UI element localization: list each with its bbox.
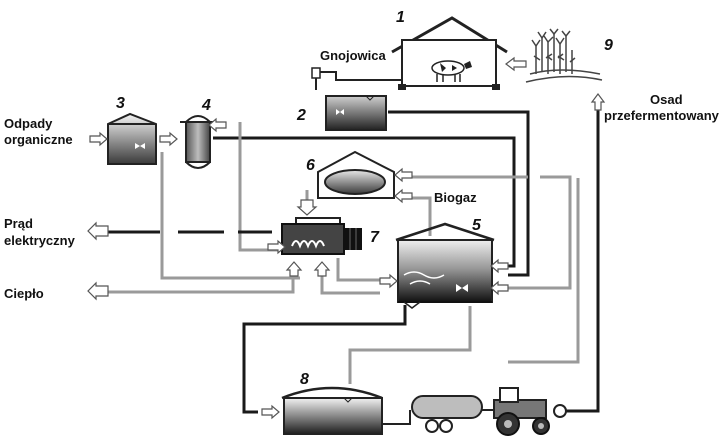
pipe-hygienizer-heat-return	[238, 122, 278, 252]
pipe-chp-heat-to-digester-2	[336, 258, 380, 282]
hygienizer-unit	[180, 115, 216, 169]
slurry-tank	[311, 67, 402, 131]
storage-body	[283, 397, 383, 435]
tanker-body	[411, 395, 483, 419]
slurry-pipe-from-farm	[315, 71, 402, 90]
arrow-electricity-out	[87, 221, 109, 241]
arrow-up-osad	[590, 93, 606, 111]
number-storage-tank: 8	[300, 371, 309, 388]
stage-numbers: 1 2 3 4 5 6 7 8 9	[116, 9, 613, 388]
pipe-hygienizer-to-digester	[213, 136, 516, 268]
chp-generator	[344, 228, 362, 250]
pipe-digester-to-osad	[508, 178, 580, 364]
tractor-tanker-icon	[411, 387, 567, 436]
label-osad-line1: Osad	[650, 92, 683, 107]
pipe-heat-output	[108, 268, 295, 294]
digester-mixer-icon	[456, 284, 468, 292]
label-prad-line1: Prąd	[4, 216, 33, 231]
slurry-tank-body	[325, 95, 387, 131]
arrow-into-gas-holder-2	[394, 188, 413, 204]
farm-building	[391, 16, 508, 90]
pipe-slurry-to-digester	[388, 110, 530, 277]
label-prad-line2: elektryczny	[4, 233, 76, 248]
hygienizer-body	[185, 121, 211, 163]
arrow-into-storage	[261, 404, 280, 420]
number-waste-tank: 3	[116, 95, 125, 112]
gas-holder	[317, 150, 395, 199]
arrow-heat-out	[87, 281, 109, 301]
arrow-into-digester-right-2	[490, 280, 509, 296]
pipe-gas-return-dashed-2	[508, 175, 572, 290]
gas-holder-bag	[324, 169, 386, 195]
label-odpady-line1: Odpady	[4, 116, 53, 131]
arrow-up-chp-2	[313, 261, 331, 277]
pipes	[108, 105, 600, 422]
pipe-heat-loop-hygienizer	[160, 152, 300, 280]
organic-waste-tank	[107, 112, 157, 165]
pipe-digester-to-storage	[242, 305, 407, 414]
arrow-into-hygienizer	[208, 117, 227, 133]
arrow-holder-to-chp	[296, 199, 318, 216]
arrow-into-gas-holder	[394, 167, 413, 183]
crop-field-icon	[525, 28, 603, 83]
label-biogaz: Biogaz	[434, 190, 477, 205]
arrow-left-farm	[505, 56, 527, 72]
storage-tank	[281, 386, 411, 435]
pipe-tractor-to-field	[566, 105, 600, 413]
number-chp-unit: 7	[370, 229, 380, 246]
label-gnojowica: Gnojowica	[320, 48, 387, 63]
arrow-into-digester-right-1	[490, 258, 509, 274]
digester-tank	[395, 222, 495, 309]
slurry-mixer-icon	[336, 109, 344, 115]
label-odpady-line2: organiczne	[4, 132, 73, 147]
number-hygienizer: 4	[201, 97, 211, 114]
labels: Gnojowica Odpady organiczne Prąd elektry…	[4, 48, 720, 301]
number-gas-holder: 6	[306, 157, 315, 174]
chp-engine-body	[281, 223, 345, 255]
arrow-into-waste-tank	[89, 131, 108, 147]
digester-body	[397, 239, 493, 303]
arrow-waste-to-hygienizer	[159, 131, 178, 147]
label-osad-line2: przefermentowany	[604, 108, 720, 123]
number-slurry-tank: 2	[296, 107, 306, 124]
pipe-storage-gas-to-digester	[348, 306, 472, 384]
arrow-into-chp-left	[267, 239, 286, 255]
arrow-into-digester-left	[379, 273, 398, 289]
number-farm: 1	[396, 9, 405, 26]
pipe-biogas-to-holder	[412, 196, 432, 236]
waste-mixer-icon	[135, 143, 145, 149]
number-digester: 5	[472, 217, 482, 234]
cow-icon	[431, 60, 472, 82]
flow-arrows	[87, 56, 606, 420]
chp-coils	[291, 240, 325, 249]
chp-unit	[281, 217, 362, 255]
arrow-up-chp-1	[285, 261, 303, 277]
label-cieplo: Ciepło	[4, 286, 44, 301]
number-field: 9	[604, 37, 613, 54]
